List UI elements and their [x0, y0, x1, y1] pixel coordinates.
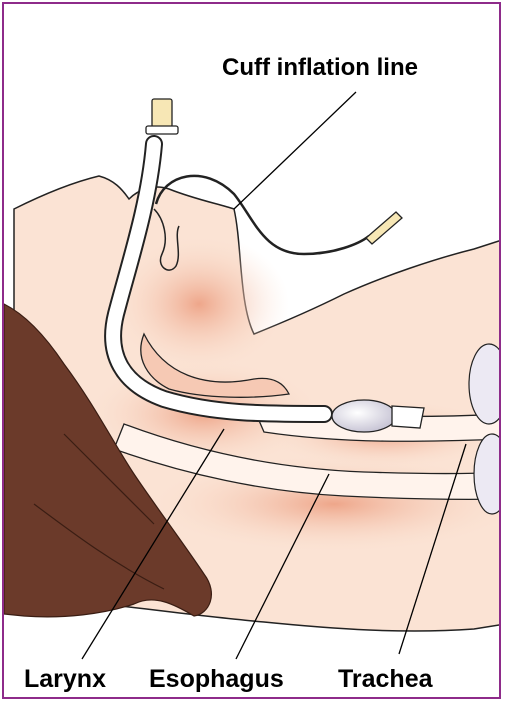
intubation-illustration: [4, 4, 501, 699]
tube-connector: [152, 99, 172, 127]
tube-connector-flange: [146, 126, 178, 134]
pilot-valve: [366, 212, 402, 244]
esophagus-label: Esophagus: [149, 667, 284, 692]
cuff-inflation-line-label: Cuff inflation line: [222, 56, 418, 80]
leader-cuff-inflation: [234, 92, 356, 209]
tube-cuff: [332, 400, 396, 432]
diagram-frame: Cuff inflation line Larynx Esophagus Tra…: [2, 2, 501, 699]
larynx-label: Larynx: [24, 667, 106, 692]
trachea-label: Trachea: [338, 667, 433, 692]
tube-tip: [392, 406, 424, 428]
